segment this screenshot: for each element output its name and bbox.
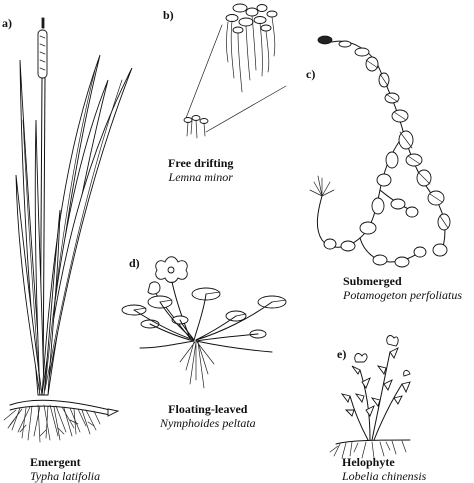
caption-c-type: Submerged <box>343 274 402 288</box>
caption-e: Helophyte Lobelia chinensis <box>342 455 426 483</box>
caption-a-species: Typha latifolia <box>30 469 101 483</box>
caption-b: Free drifting Lemna minor <box>168 156 233 184</box>
typha-illustration <box>3 17 133 443</box>
lemna-illustration <box>183 3 287 139</box>
potamogeton-illustration <box>309 35 451 268</box>
caption-b-species: Lemna minor <box>168 170 233 184</box>
panel-letter-b: b) <box>163 8 174 22</box>
caption-d-species: Nymphoides peltata <box>160 416 256 430</box>
lobelia-illustration <box>329 335 411 459</box>
caption-b-type: Free drifting <box>168 156 234 170</box>
nymphoides-illustration <box>121 256 287 389</box>
panel-letter-d: d) <box>129 256 140 270</box>
caption-c-species: Potamogeton perfoliatus <box>343 288 462 302</box>
caption-a-type: Emergent <box>30 455 81 469</box>
panel-letter-c: c) <box>306 67 316 81</box>
caption-d: Floating-leaved Nymphoides peltata <box>160 402 256 430</box>
caption-a: Emergent Typha latifolia <box>30 455 100 483</box>
caption-c: Submerged Potamogeton perfoliatus <box>343 274 462 302</box>
panel-letter-a: a) <box>2 16 12 30</box>
caption-e-species: Lobelia chinensis <box>342 469 427 483</box>
panel-letter-e: e) <box>337 347 347 361</box>
caption-e-type: Helophyte <box>342 455 395 469</box>
caption-d-type: Floating-leaved <box>168 402 248 416</box>
